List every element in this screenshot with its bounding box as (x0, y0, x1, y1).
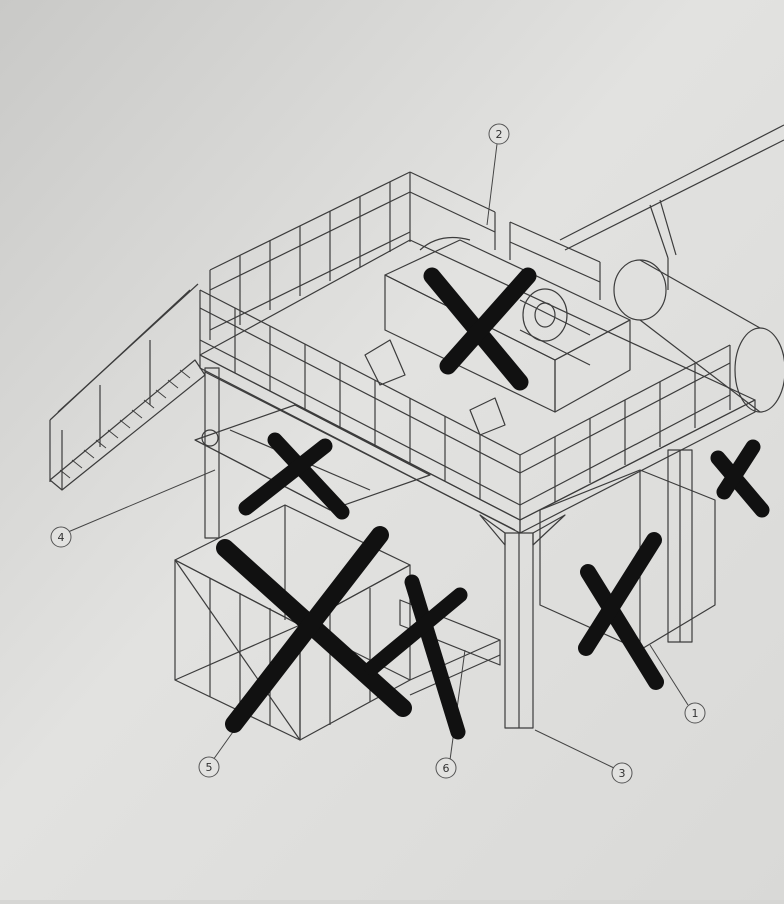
callout-3-label: 3 (619, 767, 626, 780)
winch-drum (364, 237, 631, 436)
callout-5-label: 5 (206, 761, 213, 774)
callout-3: 3 (611, 762, 633, 784)
railing-front-left (199, 289, 521, 520)
callout-2: 2 (488, 123, 510, 145)
structure-linework (49, 124, 784, 741)
callout-4: 4 (50, 526, 72, 548)
callout-1-label: 1 (692, 707, 699, 720)
callout-5: 5 (198, 756, 220, 778)
conveyor-boom (559, 124, 784, 290)
crossout-winch (423, 267, 537, 391)
marker-crossouts (216, 267, 770, 740)
callout-2-label: 2 (496, 128, 503, 141)
support-columns (204, 367, 693, 729)
callout-1: 1 (684, 702, 706, 724)
crossout-truss (238, 432, 350, 520)
railing-back-left (209, 171, 411, 340)
crossout-cage (216, 526, 412, 733)
railing-back-right (409, 171, 601, 300)
callout-6-label: 6 (443, 762, 450, 775)
base-skid (399, 599, 501, 696)
lower-cage (174, 504, 411, 741)
crossout-enclosure (578, 532, 664, 690)
railing-front-right (519, 344, 731, 506)
side-drum (613, 259, 784, 413)
callout-6: 6 (435, 757, 457, 779)
callout-4-label: 4 (58, 531, 65, 544)
crossout-skid (364, 574, 468, 740)
crossout-drum (710, 439, 770, 518)
